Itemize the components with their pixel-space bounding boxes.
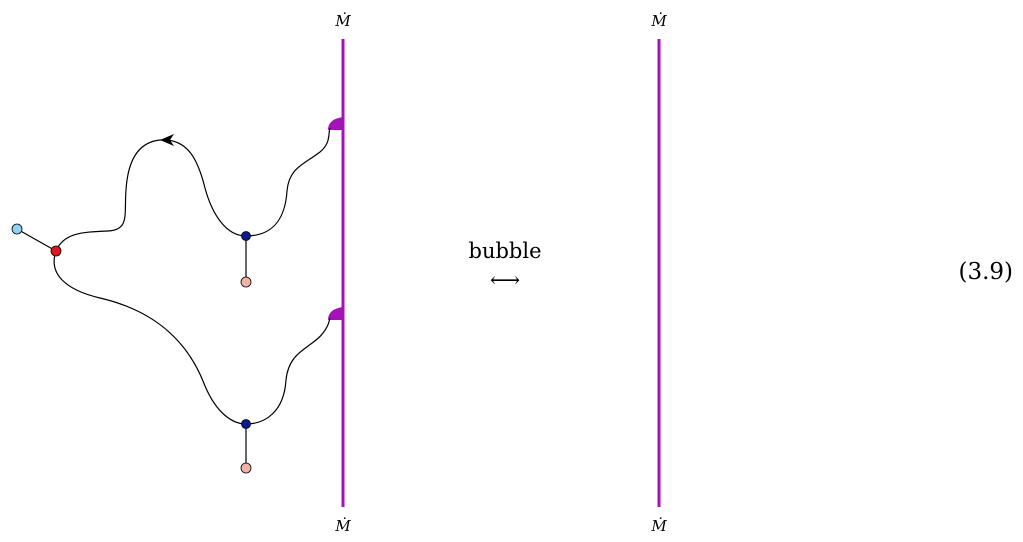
- right-boundary-bottom-label: Ṁ: [650, 517, 667, 535]
- red-vertex: [50, 245, 62, 257]
- lower-boundary-wedge: [328, 307, 343, 320]
- relation-label: bubble: [469, 239, 542, 263]
- lower-curve: [53, 250, 331, 425]
- lower-pink-leaf: [240, 462, 252, 474]
- upper-boundary-wedge: [328, 117, 343, 130]
- left-boundary-bottom-label: Ṁ: [334, 517, 351, 535]
- curve-direction-arrow: [160, 134, 174, 146]
- right-boundary-top-label: Ṁ: [650, 12, 667, 30]
- relation-arrow: ⟷: [490, 268, 520, 292]
- equation-number: (3.9): [958, 259, 1013, 285]
- lower-blue-vertex: [241, 419, 251, 429]
- left-boundary-top-label: Ṁ: [334, 12, 351, 30]
- upper-blue-vertex: [241, 231, 251, 241]
- upper-pink-leaf: [240, 276, 252, 288]
- light-blue-leaf-stem: [16, 228, 57, 252]
- upper-curve: [55, 127, 331, 252]
- light-blue-leaf: [11, 223, 23, 235]
